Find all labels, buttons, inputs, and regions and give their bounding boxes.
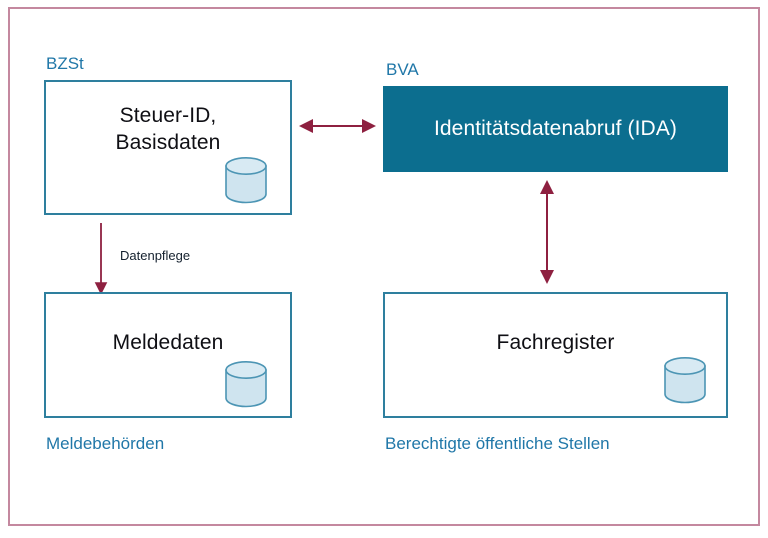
edge-arrow-ida-fachregister [540,180,554,284]
node-identitaetsdatenabruf-label: Identitätsdatenabruf (IDA) [433,117,678,140]
database-icon [220,358,272,415]
group-caption-berechtigte-stellen: Berechtigte öffentliche Stellen [385,434,610,453]
node-fachregister-label: Fachregister [496,331,615,354]
group-caption-meldebehoerden: Meldebehörden [46,434,165,453]
node-identitaetsdatenabruf[interactable]: Identitätsdatenabruf (IDA) [383,86,728,172]
node-fachregister[interactable]: Fachregister [383,292,728,418]
node-meldedaten[interactable]: Meldedaten [44,292,292,418]
node-steuer-id-basisdaten[interactable]: Steuer-ID, Basisdaten [44,80,292,215]
database-icon [659,354,711,411]
node-meldedaten-label: Meldedaten [112,331,224,354]
edge-arrow-datenpflege [94,223,108,295]
edge-arrow-bzst-bva [299,119,376,133]
database-icon [220,154,272,211]
group-caption-bva: BVA [386,60,419,79]
edge-label-datenpflege: Datenpflege [120,248,191,263]
group-caption-bzst: BZSt [46,54,84,73]
node-steuer-id-basisdaten-label: Steuer-ID, Basisdaten [115,104,221,154]
